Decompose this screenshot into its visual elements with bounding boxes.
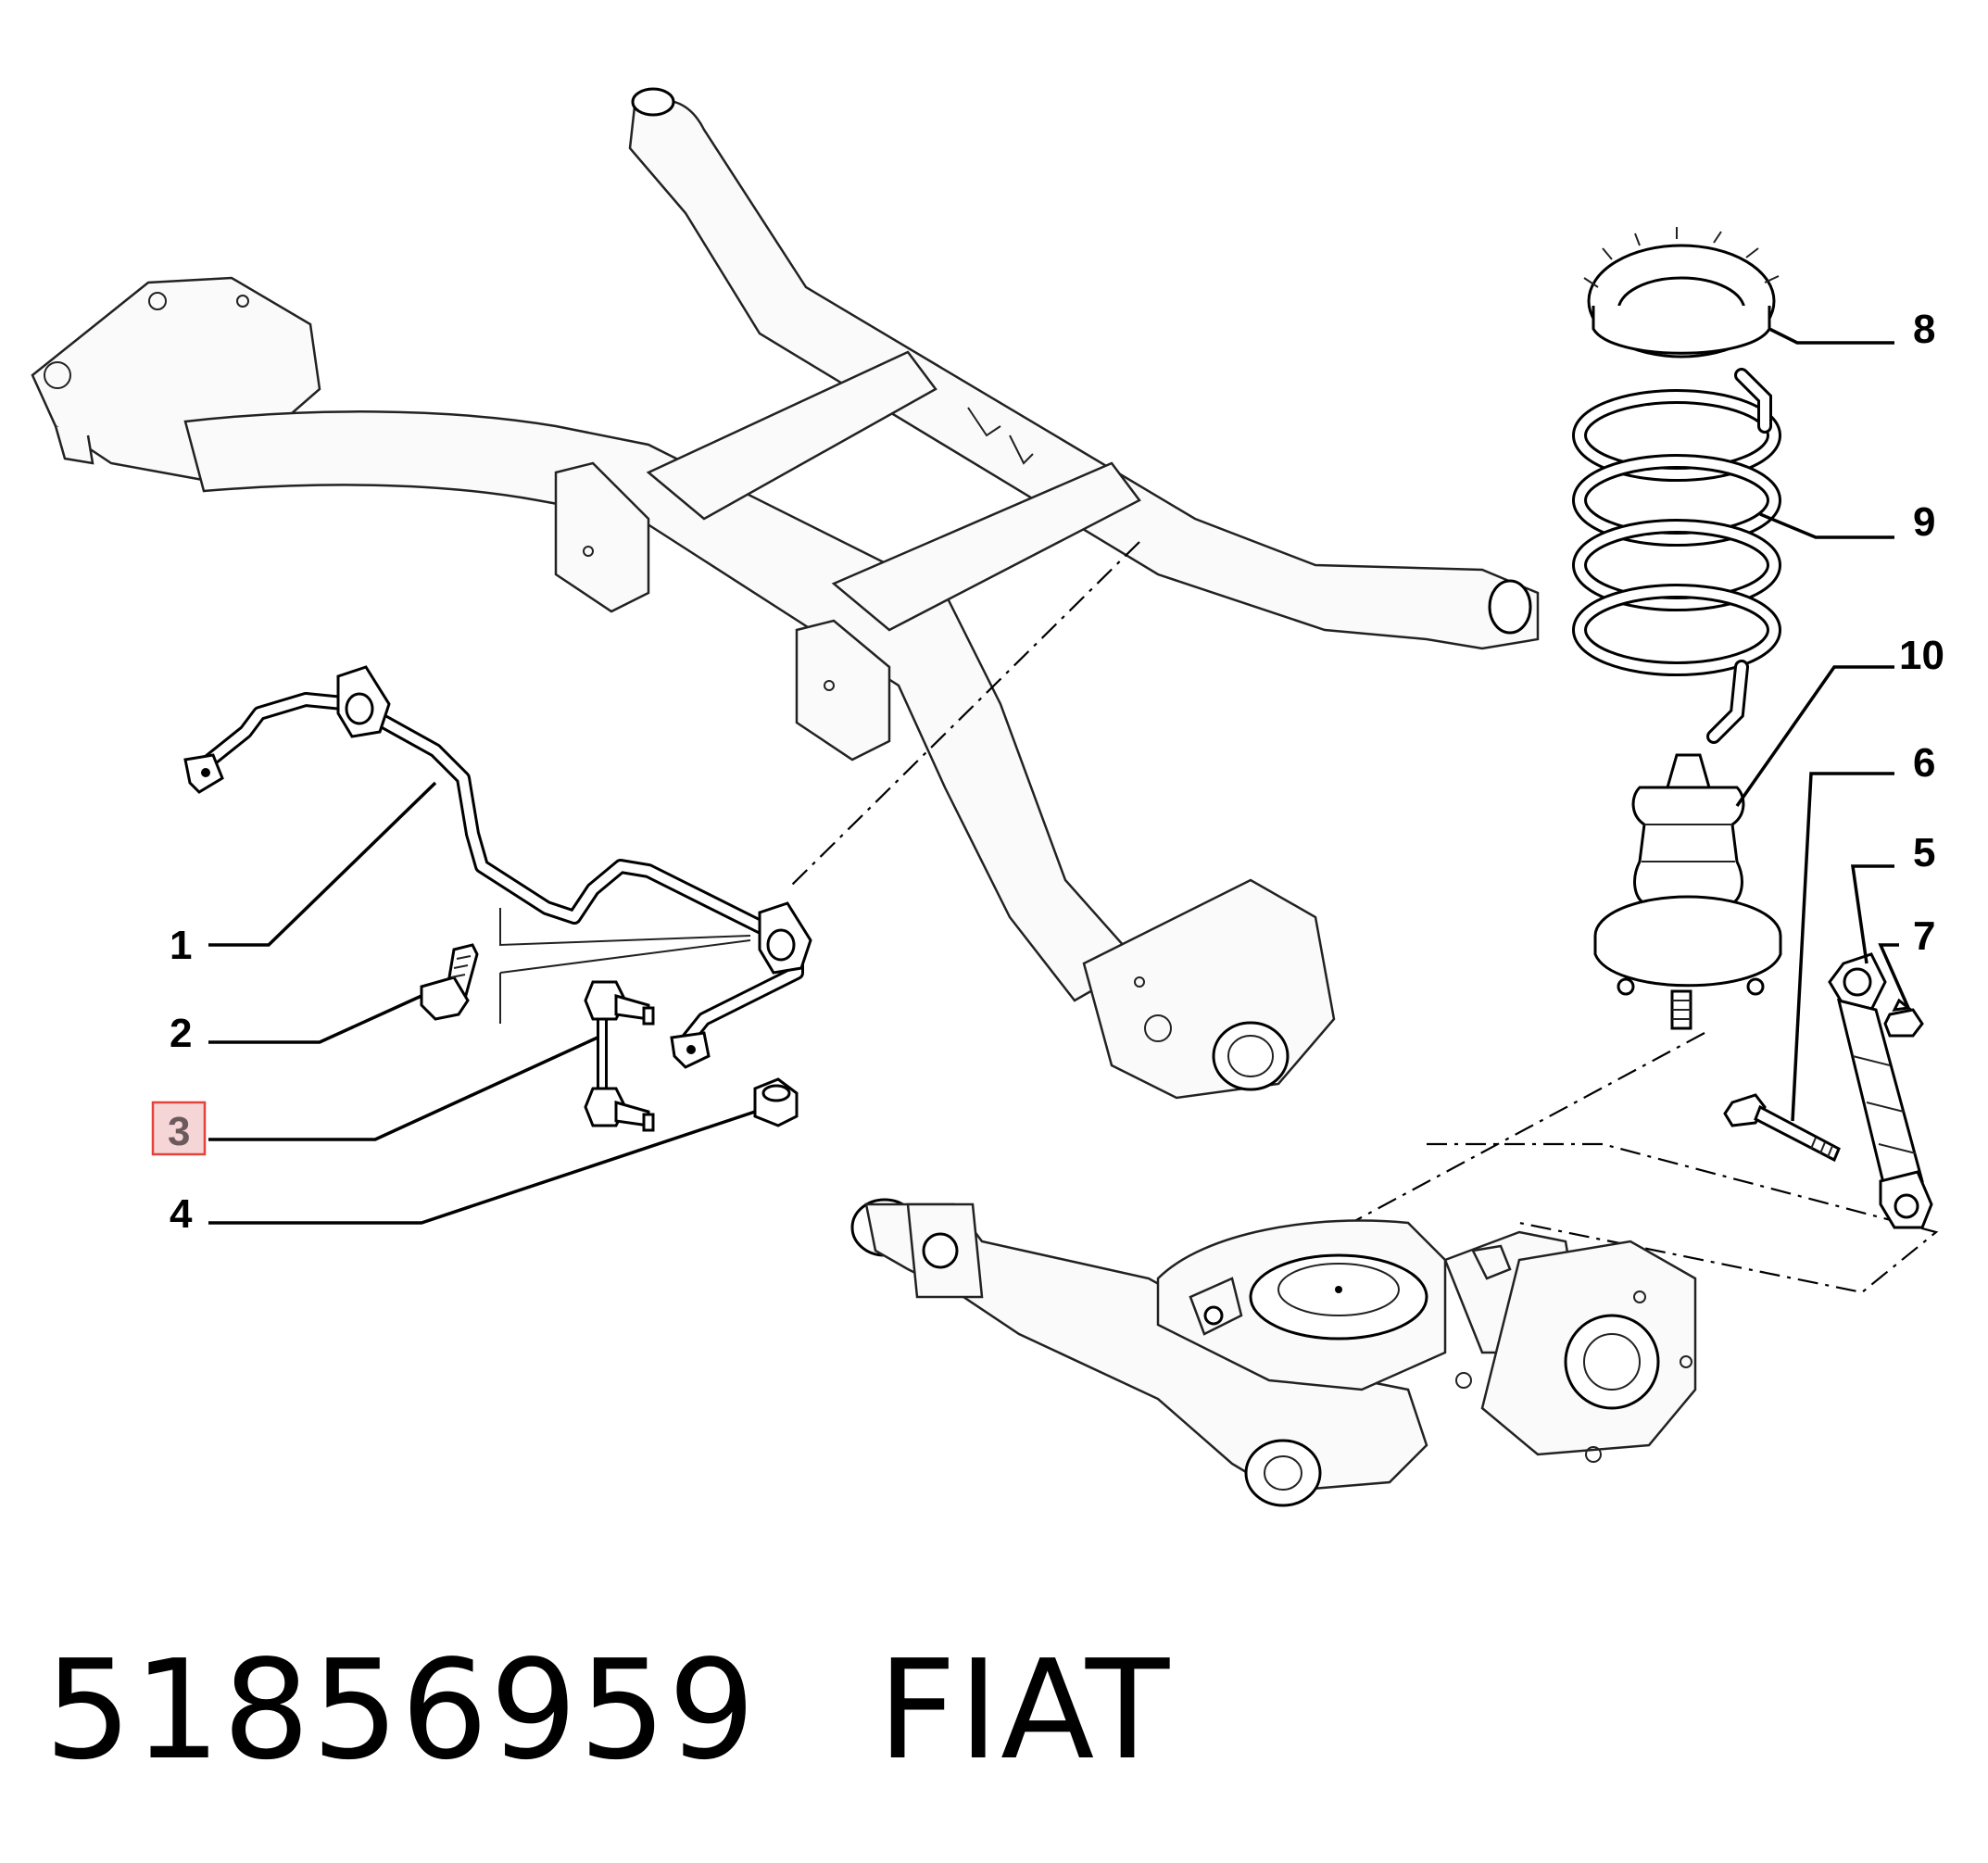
callout-7: 7 (1913, 913, 1935, 959)
assembly-lines (786, 541, 1939, 1294)
rear-axle-beam (850, 1198, 1697, 1507)
part-caption: 51856959 FIAT (44, 1630, 1171, 1790)
grouping-bracket (499, 908, 751, 1024)
rear-subframe (31, 87, 1540, 1100)
bolt-part-2 (420, 943, 479, 1021)
stabilizer-bar (183, 665, 812, 1069)
stabilizer-link-part-3 (584, 980, 655, 1132)
coil-spring-part-9 (1572, 368, 1781, 744)
callout-5: 5 (1913, 830, 1935, 875)
shock-absorber-part-5 (1828, 952, 1933, 1229)
nut-part-4 (753, 1077, 799, 1127)
callout-3-highlight (151, 1101, 207, 1156)
long-bolt-part-6 (1723, 1093, 1841, 1163)
callout-labels: 1 2 3 4 5 6 7 8 9 10 (151, 307, 1944, 1237)
callout-9: 9 (1913, 499, 1935, 545)
bolt-part-7 (1883, 998, 1924, 1038)
callout-6: 6 (1913, 740, 1935, 786)
leader-lines (208, 327, 1910, 1225)
callout-3: 3 (168, 1109, 190, 1154)
bump-stop-part-10 (1593, 753, 1782, 1030)
callout-2: 2 (170, 1011, 192, 1056)
callout-8: 8 (1913, 307, 1935, 352)
callout-10: 10 (1899, 633, 1944, 678)
callout-1: 1 (170, 923, 192, 968)
brand-name: FIAT (877, 1630, 1172, 1790)
callout-4: 4 (170, 1191, 193, 1237)
part-number: 51856959 (44, 1630, 758, 1790)
spring-seat-part-8 (1583, 227, 1780, 359)
